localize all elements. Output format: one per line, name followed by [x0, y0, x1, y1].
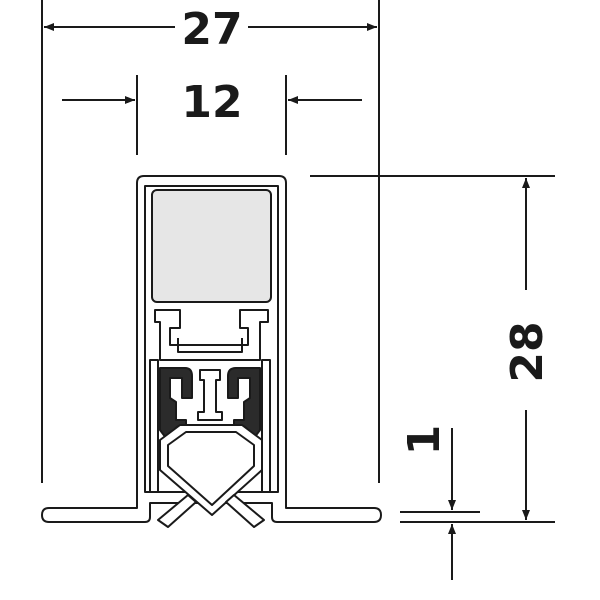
- seal-profile: [41, 175, 382, 528]
- rail-right: [261, 359, 271, 493]
- inner-width-label: 12: [181, 77, 242, 128]
- dimension-inner-width: 12: [62, 75, 362, 155]
- center-connector: [197, 369, 223, 421]
- carrier-channel-inner: [177, 338, 243, 353]
- carrier-channel: [154, 309, 269, 361]
- v-seal-body: [159, 424, 263, 516]
- lip-left: [157, 494, 197, 528]
- housing-inner-wall: [144, 185, 279, 493]
- dimension-height: 28: [310, 175, 555, 523]
- offset-label: 1: [399, 425, 450, 456]
- dimension-overall-width: 27: [41, 0, 380, 483]
- dimension-offset: 1: [399, 425, 480, 580]
- seal-insert: [151, 189, 272, 303]
- lip-right: [225, 494, 265, 528]
- rail-left: [149, 359, 159, 493]
- v-seal-inner: [167, 431, 255, 506]
- height-label: 28: [502, 321, 553, 382]
- overall-width-label: 27: [181, 4, 242, 55]
